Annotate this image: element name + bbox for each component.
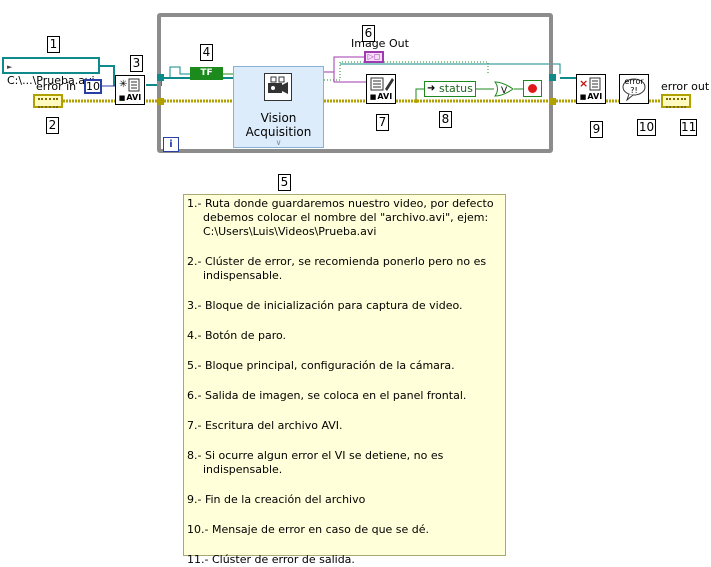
wire-avi-ref-loop (161, 66, 233, 79)
note-4: 4.- Botón de paro. (187, 329, 287, 342)
note-11: 11.- Clúster de error de salida. (187, 553, 355, 566)
error-out-terminal[interactable] (661, 94, 691, 108)
note-6: 6.- Salida de imagen, se coloca en el pa… (187, 389, 467, 402)
marker-2: 2 (46, 117, 59, 134)
note-8: 8.- Si ocurre algun error el VI se detie… (187, 449, 444, 476)
avi-create-tag: AVI (117, 93, 143, 103)
error-in-label: error in (36, 80, 77, 93)
note-3: 3.- Bloque de inicialización para captur… (187, 299, 463, 312)
avi-create-vi[interactable]: ✳ AVI (115, 75, 145, 105)
error-in-terminal[interactable] (33, 94, 63, 108)
loop-tunnel-ref-in (157, 74, 164, 81)
comment-notes-box[interactable]: 1.- Ruta donde guardaremos nuestro video… (183, 194, 506, 566)
note-5: 5.- Bloque principal, configuración de l… (187, 359, 455, 372)
chevron-down-icon[interactable]: ∨ (275, 138, 282, 147)
marker-9: 9 (590, 121, 603, 138)
note-1: 1.- Ruta donde guardaremos nuestro video… (187, 197, 494, 238)
speech-bubble-icon (622, 78, 646, 102)
vision-label-text: Vision Acquisition (245, 111, 312, 139)
status-label: status (439, 82, 473, 95)
svg-text:✳: ✳ (119, 79, 127, 90)
vision-acquisition-label: Vision Acquisition (234, 111, 323, 139)
avi-create-icon: ✳ (119, 78, 140, 92)
image-out-label: Image Out (351, 37, 409, 50)
avi-close-tag: AVI (578, 92, 604, 102)
while-loop-frame[interactable] (157, 13, 553, 153)
loop-iteration-terminal: i (163, 137, 179, 152)
file-path-constant[interactable]: C:\...\Prueba.avi (2, 57, 100, 87)
avi-write-tag: AVI (368, 92, 394, 102)
wire-ref-top (340, 63, 561, 74)
vision-acquisition-block[interactable]: Vision Acquisition ∨ (233, 66, 324, 148)
loop-stop-terminal[interactable] (523, 80, 542, 97)
error-handler-vi[interactable]: error?! (619, 74, 649, 104)
image-out-terminal[interactable]: ▷◻ (364, 51, 384, 63)
camera-icon (264, 73, 292, 101)
loop-tunnel-ref-out (549, 74, 556, 81)
avi-write-vi[interactable]: AVI (366, 74, 396, 104)
note-9: 9.- Fin de la creación del archivo (187, 493, 366, 506)
marker-1: 1 (47, 36, 60, 53)
marker-6: 6 (362, 25, 375, 42)
file-path-text: C:\...\Prueba.avi (7, 74, 95, 87)
note-10: 10.- Mensaje de error en caso de que se … (187, 523, 430, 536)
or-gate-icon[interactable]: V (494, 81, 514, 97)
note-7: 7.- Escritura del archivo AVI. (187, 419, 343, 432)
error-dialog-text: error?! (624, 77, 644, 95)
wire-image (324, 56, 364, 73)
wire-image-dotted (324, 61, 489, 81)
wire-image-2 (333, 72, 366, 83)
error-cluster-icon (666, 98, 686, 108)
loop-tunnel-error-in (157, 98, 164, 105)
loop-tunnel-error-out (549, 98, 556, 105)
arrow-right-icon: ➜ (427, 83, 436, 94)
stop-icon (528, 84, 537, 93)
wire-error-branch (415, 88, 424, 101)
avi-close-icon: × (579, 77, 601, 91)
wire-layer (63, 56, 661, 103)
avi-close-vi[interactable]: × AVI (576, 74, 606, 104)
stop-button-terminal[interactable]: TF (190, 67, 223, 80)
wire-path-1 (100, 65, 115, 86)
marker-8: 8 (439, 111, 452, 128)
numeric-constant-10[interactable]: 10 (84, 79, 102, 94)
note-2: 2.- Clúster de error, se recomienda pone… (187, 255, 487, 282)
error-cluster-icon (38, 98, 58, 108)
error-out-label: error out (661, 80, 710, 93)
avi-write-icon (370, 77, 394, 91)
error-dialog-word: error (624, 77, 644, 86)
marker-4: 4 (200, 44, 213, 61)
status-unbundle[interactable]: ➜ status (424, 81, 476, 97)
or-symbol: V (501, 86, 508, 96)
marker-7: 7 (376, 114, 389, 131)
marker-11: 11 (680, 119, 697, 136)
svg-text:×: × (579, 77, 588, 90)
marker-3: 3 (130, 55, 143, 72)
marker-5: 5 (278, 174, 291, 191)
marker-10: 10 (637, 119, 656, 136)
